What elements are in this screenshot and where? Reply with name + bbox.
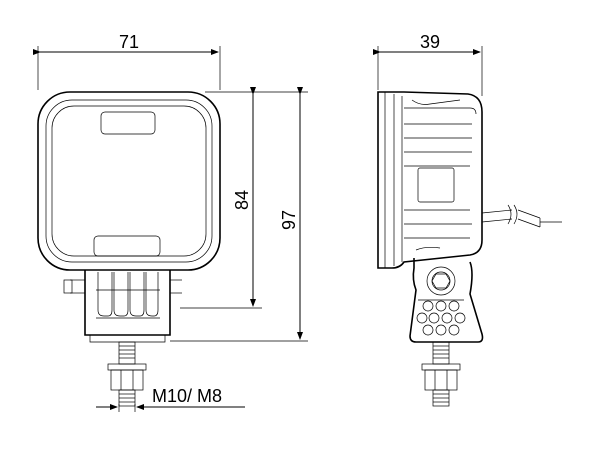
side-bracket xyxy=(409,258,484,343)
dim-thread: M10/ M8 xyxy=(96,386,245,412)
front-lens-inner xyxy=(51,105,207,257)
dim-97-label: 97 xyxy=(279,210,299,230)
side-housing xyxy=(377,91,483,269)
side-cable xyxy=(481,204,562,228)
dim-total-height: 97 xyxy=(170,87,308,342)
front-lens xyxy=(45,99,213,263)
dim-front-width: 71 xyxy=(33,32,221,90)
side-view: 39 xyxy=(373,32,562,407)
front-housing-outer xyxy=(37,91,221,271)
front-bracket xyxy=(63,270,182,343)
dim-84-label: 84 xyxy=(232,190,252,210)
front-bottom-plate xyxy=(93,235,161,257)
dim-71-label: 71 xyxy=(119,32,139,52)
front-bolt xyxy=(107,341,147,407)
front-top-plate xyxy=(100,111,156,135)
dim-side-depth: 39 xyxy=(373,32,483,96)
dim-lens-height: 84 xyxy=(180,87,262,309)
front-view: 71 84 97 M10/ M8 xyxy=(33,32,308,412)
dim-thread-label: M10/ M8 xyxy=(152,386,222,406)
side-bolt xyxy=(421,341,461,407)
dim-39-label: 39 xyxy=(420,32,440,52)
